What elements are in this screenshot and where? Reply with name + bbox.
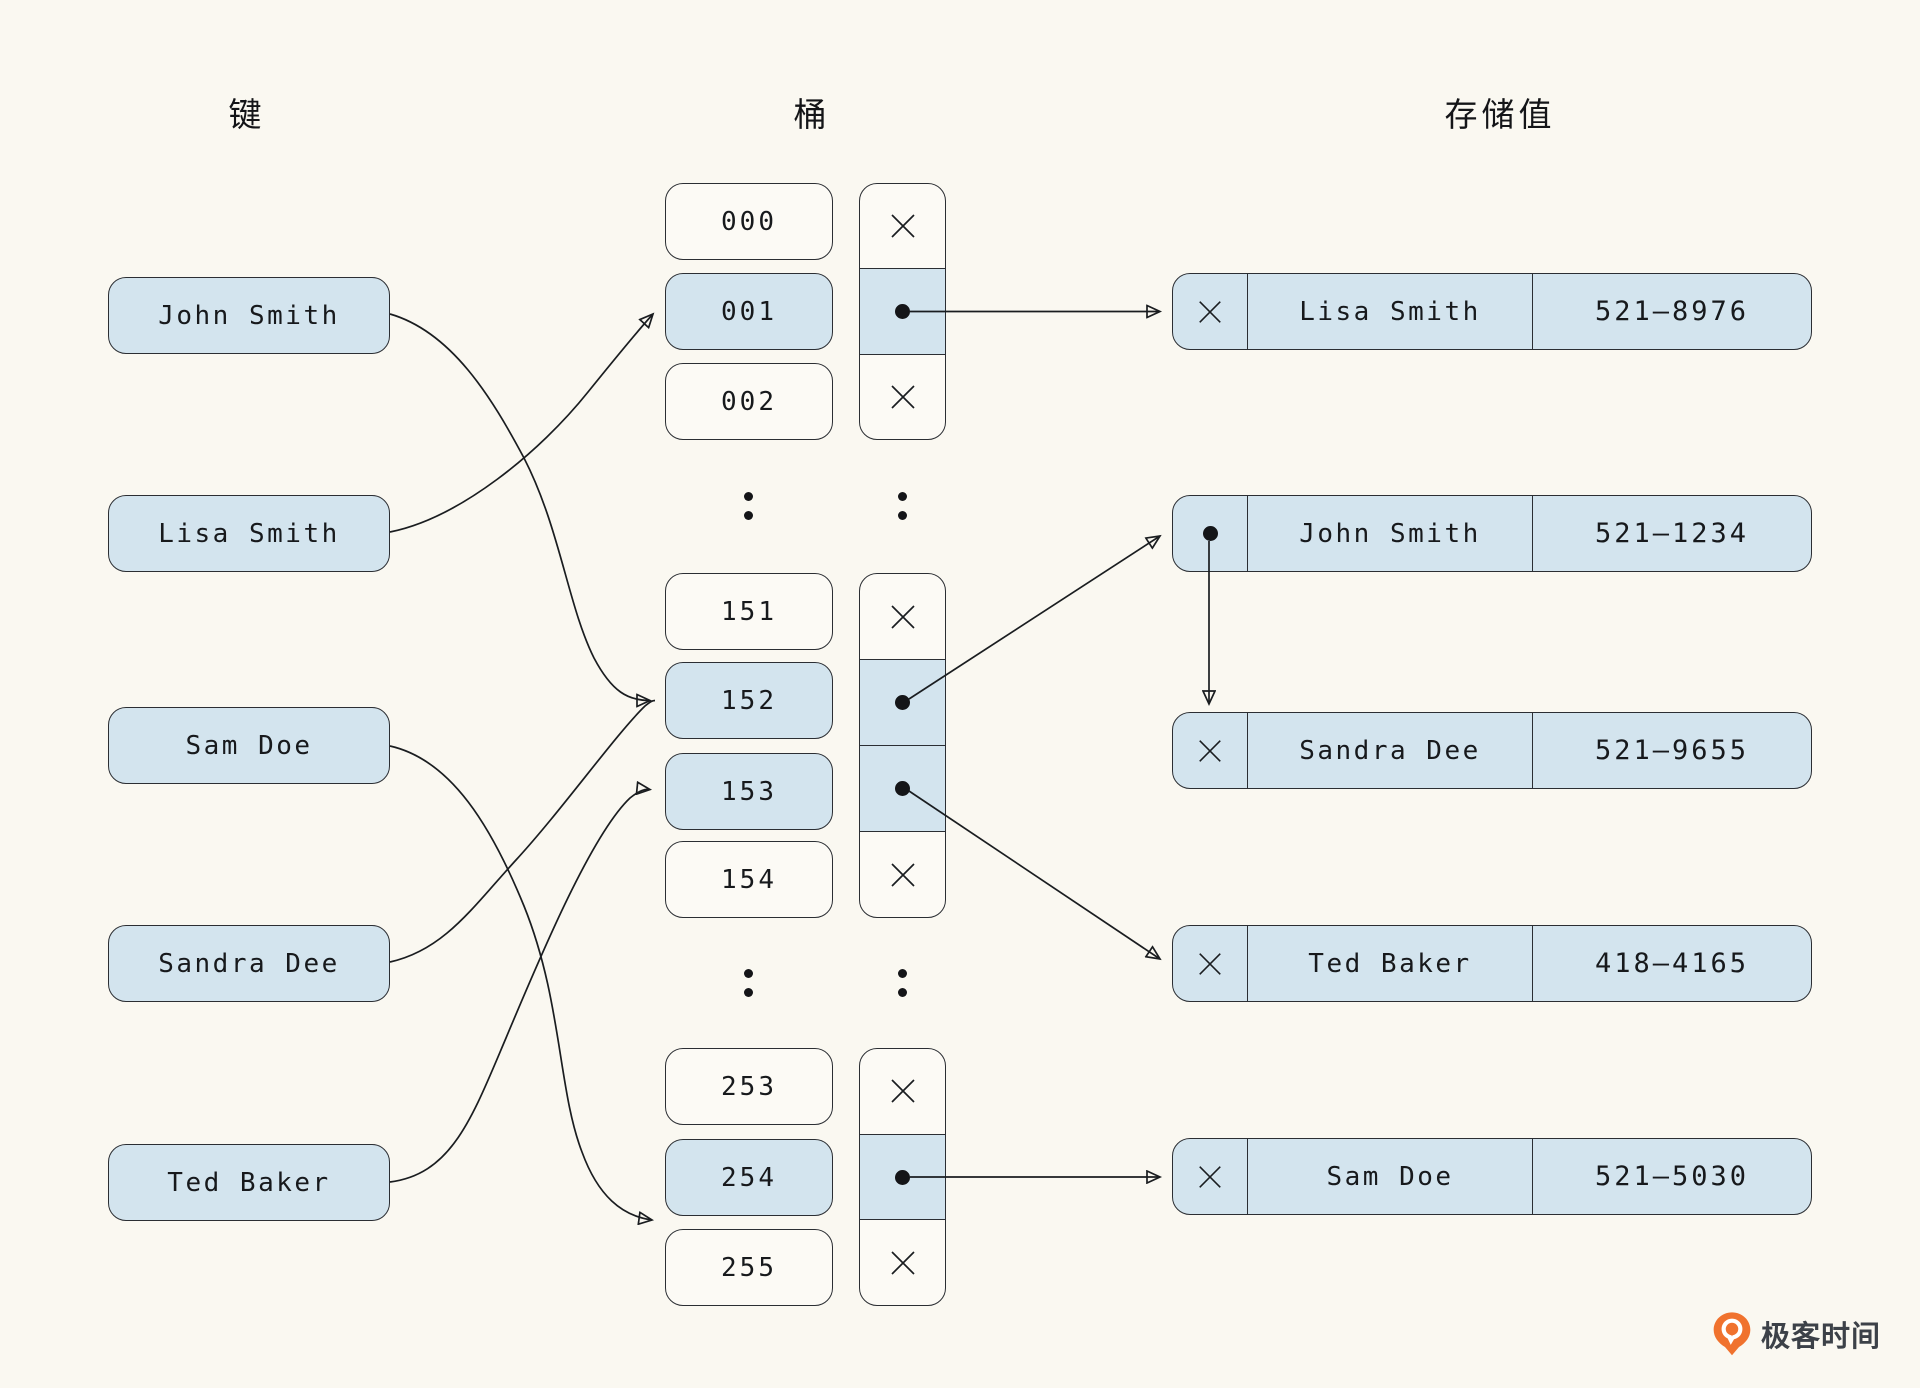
key-box-ted-baker: Ted Baker	[108, 1144, 390, 1221]
entry-name: Lisa Smith	[1247, 274, 1532, 349]
null-icon	[890, 1079, 915, 1103]
bucket-label: 154	[721, 864, 777, 895]
entry-next-cell	[1173, 713, 1247, 788]
pointer-cell-000	[860, 184, 945, 268]
pointer-cell-001	[860, 268, 945, 354]
arrow-152-to-john-entry	[908, 536, 1160, 700]
geektime-logo: 极客时间	[1712, 1310, 1881, 1358]
null-icon	[1199, 739, 1221, 762]
entry-phone: 521–5030	[1532, 1139, 1811, 1214]
bucket-label: 253	[721, 1071, 777, 1102]
bucket-153: 153	[665, 753, 833, 830]
key-label: Ted Baker	[167, 1167, 331, 1198]
entry-sandra-dee: Sandra Dee 521–9655	[1172, 712, 1812, 789]
column-header-keys: 键	[228, 96, 266, 133]
bucket-label: 152	[721, 685, 777, 716]
null-icon	[1199, 1165, 1221, 1188]
null-icon	[1199, 300, 1221, 323]
entry-next-cell	[1173, 274, 1247, 349]
pointer-dot-icon	[895, 303, 910, 319]
entry-phone: 521–1234	[1532, 496, 1811, 571]
key-box-sam-doe: Sam Doe	[108, 707, 390, 784]
pointer-segment-1	[859, 183, 946, 440]
pointer-segment-2	[859, 573, 946, 918]
column-header-values: 存储值	[1444, 96, 1556, 133]
key-label: John Smith	[158, 300, 340, 331]
bucket-label: 153	[721, 776, 777, 807]
bucket-label: 255	[721, 1252, 777, 1283]
key-box-lisa-smith: Lisa Smith	[108, 495, 390, 572]
bucket-255: 255	[665, 1229, 833, 1306]
pointer-cell-254	[860, 1133, 945, 1220]
entry-phone: 521–9655	[1532, 713, 1811, 788]
pointer-dot-icon	[895, 781, 910, 796]
arrow-lisa-smith-to-001	[389, 314, 653, 533]
null-icon	[890, 604, 915, 629]
entry-next-cell	[1173, 496, 1247, 571]
pointer-cell-151	[860, 574, 945, 659]
bucket-253: 253	[665, 1048, 833, 1125]
entry-next-cell	[1173, 926, 1247, 1001]
null-icon	[890, 1251, 915, 1275]
entry-john-smith: John Smith 521–1234	[1172, 495, 1812, 572]
arrow-ted-baker-to-153	[389, 789, 650, 1183]
bucket-254: 254	[665, 1139, 833, 1216]
column-header-buckets: 桶	[793, 96, 831, 133]
bucket-154: 154	[665, 841, 833, 918]
pointer-cell-255	[860, 1219, 945, 1305]
geektime-logo-text: 极客时间	[1761, 1321, 1882, 1353]
arrow-153-to-ted-entry	[908, 790, 1160, 959]
pointer-cell-253	[860, 1049, 945, 1134]
null-icon	[890, 214, 915, 238]
entry-next-cell	[1173, 1139, 1247, 1214]
bucket-001: 001	[665, 273, 833, 350]
key-box-sandra-dee: Sandra Dee	[108, 925, 390, 1002]
key-label: Lisa Smith	[158, 518, 340, 549]
entry-phone: 521–8976	[1532, 274, 1811, 349]
key-label: Sam Doe	[185, 730, 313, 761]
entry-name: John Smith	[1247, 496, 1532, 571]
pointer-dot-icon	[895, 1169, 910, 1185]
arrow-sam-doe-to-254	[389, 745, 652, 1220]
entry-phone: 418–4165	[1532, 926, 1811, 1001]
geektime-pin-icon	[1713, 1312, 1751, 1356]
pointer-dot-icon	[895, 695, 910, 710]
null-icon	[890, 385, 915, 409]
ellipsis-pointers-lower	[898, 969, 907, 997]
bucket-152: 152	[665, 662, 833, 739]
key-label: Sandra Dee	[158, 948, 340, 979]
bucket-label: 001	[721, 296, 777, 327]
ellipsis-buckets-upper	[744, 492, 753, 520]
entry-name: Sandra Dee	[1247, 713, 1532, 788]
entry-ted-baker: Ted Baker 418–4165	[1172, 925, 1812, 1002]
bucket-002: 002	[665, 363, 833, 440]
entry-name: Ted Baker	[1247, 926, 1532, 1001]
null-icon	[1199, 952, 1221, 975]
null-icon	[890, 862, 915, 887]
pointer-cell-152	[860, 659, 945, 745]
ellipsis-pointers-upper	[898, 492, 907, 520]
arrow-john-smith-to-152	[389, 313, 650, 701]
entry-sam-doe: Sam Doe 521–5030	[1172, 1138, 1812, 1215]
pointer-cell-153	[860, 745, 945, 831]
bucket-label: 254	[721, 1162, 777, 1193]
entry-name: Sam Doe	[1247, 1139, 1532, 1214]
bucket-151: 151	[665, 573, 833, 650]
bucket-label: 151	[721, 596, 777, 627]
pointer-cell-002	[860, 353, 945, 439]
arrow-sandra-dee-to-152	[389, 699, 656, 963]
pointer-cell-154	[860, 831, 945, 917]
bucket-000: 000	[665, 183, 833, 260]
bucket-label: 000	[721, 206, 777, 237]
pointer-dot-icon	[1202, 526, 1218, 541]
ellipsis-buckets-lower	[744, 969, 753, 997]
pointer-segment-3	[859, 1048, 946, 1306]
key-box-john-smith: John Smith	[108, 277, 390, 354]
bucket-label: 002	[721, 386, 777, 417]
entry-lisa-smith: Lisa Smith 521–8976	[1172, 273, 1812, 350]
